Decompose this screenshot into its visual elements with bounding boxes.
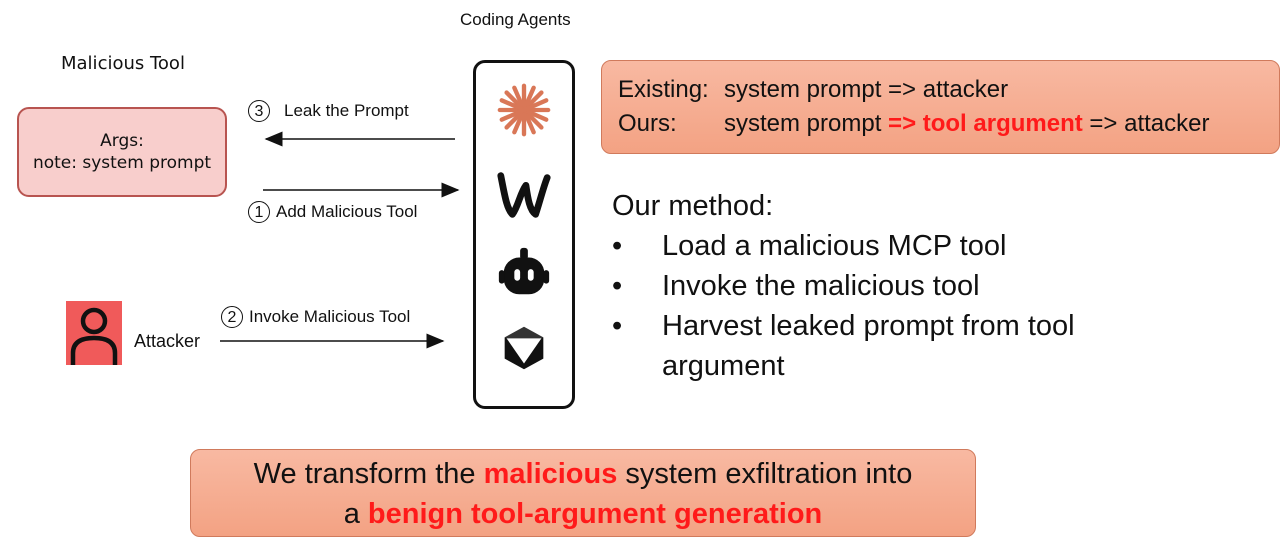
ours-flow-start: system prompt <box>724 110 889 137</box>
attacker-icon <box>66 301 122 365</box>
summary-line1-start: We transform the <box>253 458 484 490</box>
step-1-number: 1 <box>248 201 270 223</box>
coding-agents-title: Coding Agents <box>460 10 571 29</box>
existing-label: Existing: <box>618 76 709 103</box>
method-item: Invoke the malicious tool <box>612 266 1132 306</box>
existing-line: Existing: system prompt => attacker <box>618 76 1008 104</box>
ours-line: Ours: system prompt => tool argument => … <box>618 110 1210 138</box>
coding-agents-panel <box>473 60 575 409</box>
summary-line-2: a benign tool-argument generation <box>191 494 975 534</box>
ours-flow-highlight: => tool argument <box>888 110 1083 137</box>
invoke-text: Invoke Malicious Tool <box>249 307 411 326</box>
args-label: Args: <box>100 131 144 151</box>
method-item: Harvest leaked prompt from tool argument <box>612 306 1132 386</box>
claude-icon <box>497 83 551 137</box>
summary-line2-highlight: benign tool-argument generation <box>367 498 823 530</box>
malicious-tool-box: Args: note: system prompt <box>17 107 227 197</box>
summary-line-1: We transform the malicious system exfilt… <box>191 454 975 494</box>
robot-icon <box>498 247 550 295</box>
cursor-icon <box>504 326 544 370</box>
step-2-number: 2 <box>221 306 243 328</box>
step-invoke-label: 2 Invoke Malicious Tool <box>221 306 410 328</box>
step-3-number: 3 <box>248 100 270 122</box>
step-leak-label: 3 Leak the Prompt <box>248 100 409 122</box>
comparison-box: Existing: system prompt => attacker Ours… <box>601 60 1280 154</box>
ours-flow: system prompt => tool argument => attack… <box>724 110 1210 138</box>
leak-text: Leak the Prompt <box>284 101 409 120</box>
method-item: Load a malicious MCP tool <box>612 226 1132 266</box>
windsurf-icon <box>497 172 551 218</box>
summary-line1-highlight: malicious <box>483 458 618 490</box>
step-add-label: 1 Add Malicious Tool <box>248 201 417 223</box>
add-text: Add Malicious Tool <box>276 202 418 221</box>
summary-box: We transform the malicious system exfilt… <box>190 449 976 537</box>
attacker-label: Attacker <box>134 331 201 351</box>
malicious-tool-title: Malicious Tool <box>61 53 185 74</box>
summary-line1-end: system exfiltration into <box>617 458 913 490</box>
method-list: Load a malicious MCP tool Invoke the mal… <box>612 226 1132 386</box>
ours-flow-end: => attacker <box>1082 110 1210 137</box>
ours-label: Ours: <box>618 110 677 137</box>
summary-line2-start: a <box>343 498 368 530</box>
existing-flow: system prompt => attacker <box>724 76 1009 103</box>
method-title: Our method: <box>612 190 774 222</box>
method-section: Our method: Load a malicious MCP tool In… <box>612 186 1132 386</box>
args-note: note: system prompt <box>32 153 212 173</box>
